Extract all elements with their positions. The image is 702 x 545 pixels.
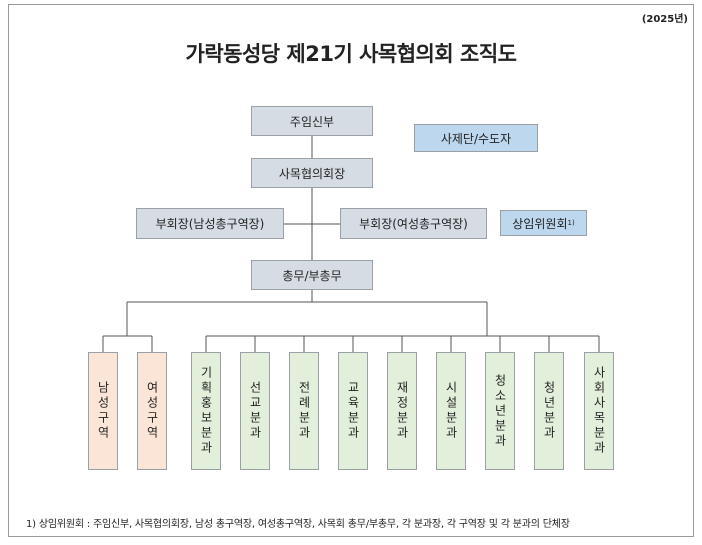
node-division-label: 사회사목분과 <box>592 366 606 456</box>
node-division-facilities: 시설분과 <box>436 352 466 470</box>
footnote-mark: 1) <box>567 219 575 227</box>
node-division-education: 교육분과 <box>338 352 368 470</box>
node-district-male: 남성구역 <box>88 352 118 470</box>
node-council-president-label: 사목협의회장 <box>278 166 346 181</box>
node-secretary-label: 총무/부총무 <box>282 268 342 283</box>
node-district-male-label: 남성구역 <box>96 381 110 441</box>
node-division-young-adults: 청년분과 <box>534 352 564 470</box>
node-pastor-label: 주임신부 <box>289 114 335 129</box>
node-division-youth: 청소년분과 <box>485 352 515 470</box>
node-standing-committee-label: 상임위원회 <box>512 216 568 231</box>
node-priests-religious-label: 사제단/수도자 <box>440 131 512 146</box>
node-district-female: 여성구역 <box>137 352 167 470</box>
node-pastor: 주임신부 <box>251 106 373 136</box>
node-division-label: 기획홍보분과 <box>199 366 213 456</box>
node-division-planning: 기획홍보분과 <box>191 352 221 470</box>
node-division-finance: 재정분과 <box>387 352 417 470</box>
chart-title: 가락동성당 제21기 사목협의회 조직도 <box>185 42 517 66</box>
node-council-president: 사목협의회장 <box>251 158 373 188</box>
node-division-liturgy: 전례분과 <box>289 352 319 470</box>
node-division-label: 선교분과 <box>248 381 262 441</box>
node-vice-president-female: 부회장(여성총구역장) <box>340 208 487 239</box>
node-division-label: 시설분과 <box>444 381 458 441</box>
node-vice-president-male: 부회장(남성총구역장) <box>136 208 284 239</box>
node-secretary: 총무/부총무 <box>251 260 373 290</box>
node-division-label: 전례분과 <box>297 381 311 441</box>
node-division-label: 재정분과 <box>395 381 409 441</box>
node-division-social-ministry: 사회사목분과 <box>584 352 614 470</box>
node-district-female-label: 여성구역 <box>145 381 159 441</box>
node-priests-religious: 사제단/수도자 <box>414 124 538 152</box>
node-vice-president-male-label: 부회장(남성총구역장) <box>155 217 265 231</box>
node-division-label: 청소년분과 <box>493 373 507 449</box>
node-division-label: 교육분과 <box>346 381 360 441</box>
node-vice-president-female-label: 부회장(여성총구역장) <box>359 217 468 231</box>
node-division-label: 청년분과 <box>542 381 556 441</box>
footnote: 1) 상임위원회 : 주임신부, 사목협의회장, 남성 총구역장, 여성총구역장… <box>26 519 570 530</box>
node-division-mission: 선교분과 <box>240 352 270 470</box>
year-label: (2025년) <box>641 14 688 25</box>
